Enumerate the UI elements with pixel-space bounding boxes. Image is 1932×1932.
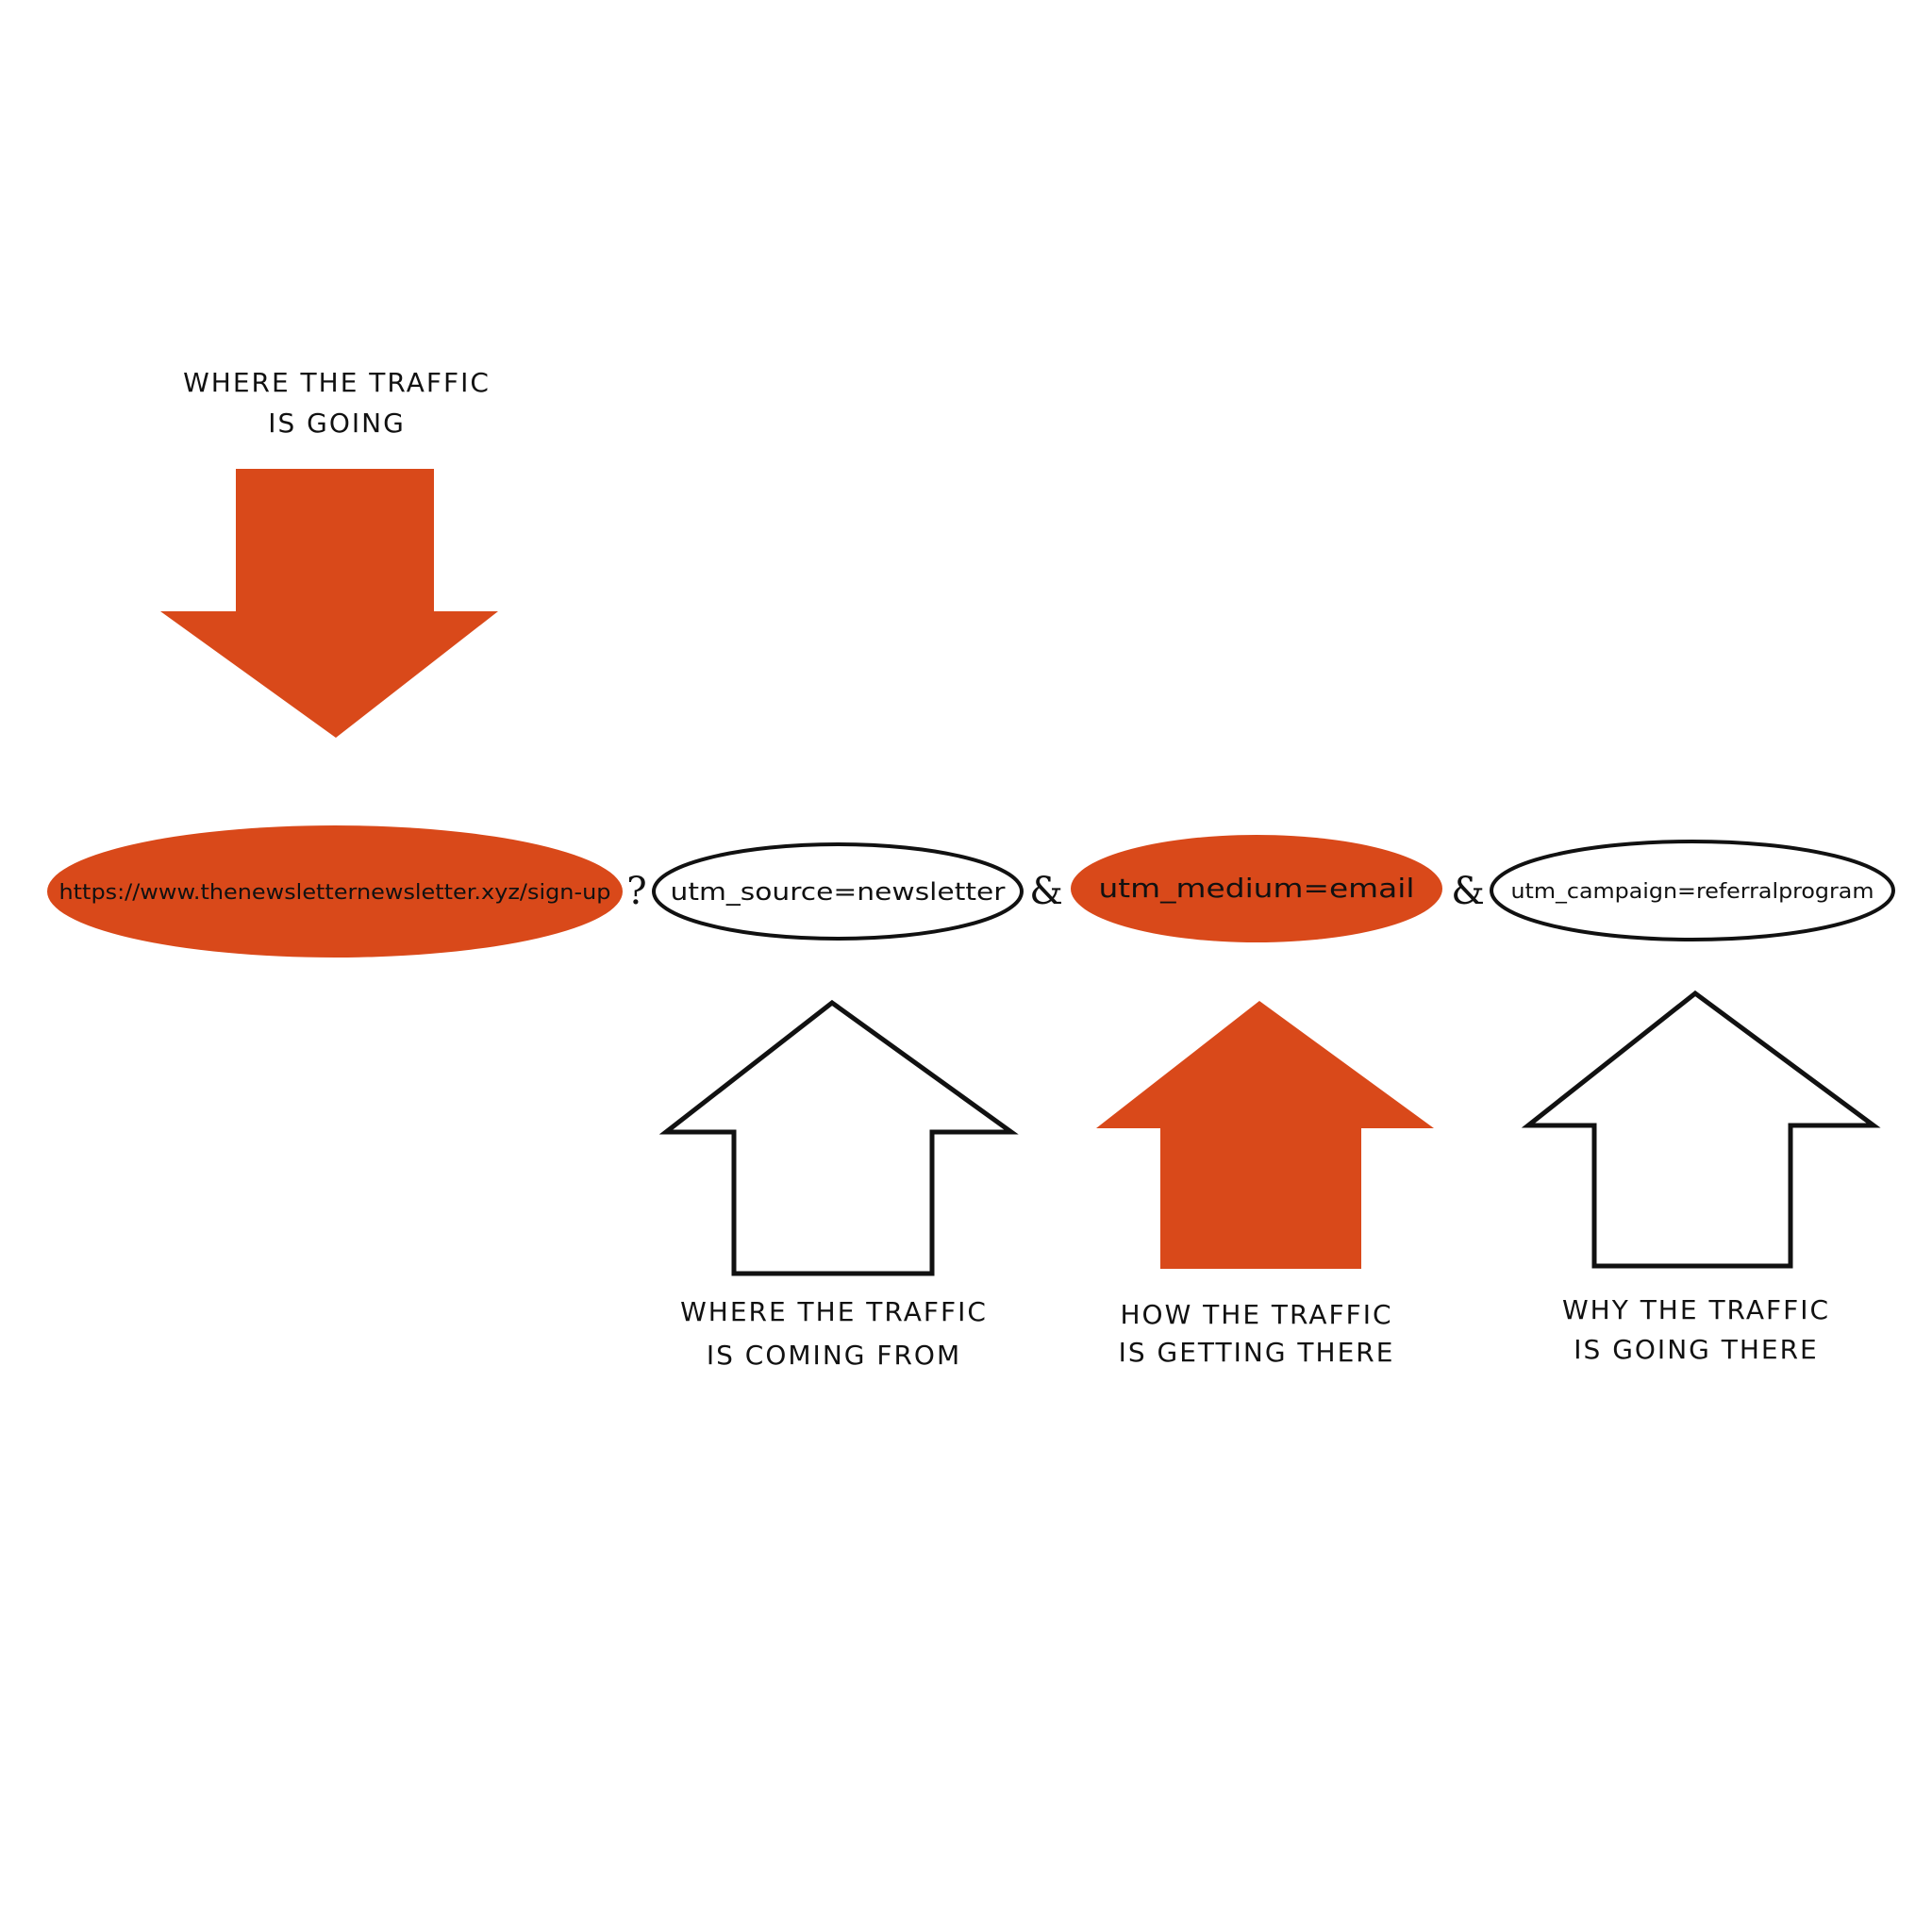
query-separator: ? — [626, 870, 646, 913]
utm-medium-pill — [1071, 835, 1442, 942]
amp-separator-2: & — [1451, 870, 1485, 913]
campaign-caption-line2: IS GOING THERE — [1574, 1334, 1818, 1365]
amp-separator-1: & — [1029, 870, 1063, 913]
utm-campaign-text: utm_campaign=referralprogram — [1511, 880, 1874, 904]
top-caption-line1: WHERE THE TRAFFIC — [183, 367, 491, 398]
top-caption-line2: IS GOING — [268, 408, 406, 439]
source-caption-line1: WHERE THE TRAFFIC — [680, 1296, 988, 1327]
arrow-down-icon — [160, 469, 498, 738]
utm-source-pill — [652, 842, 1024, 941]
utm-source-text: utm_source=newsletter — [671, 878, 1006, 907]
utm-medium-text: utm_medium=email — [1099, 873, 1415, 904]
url-base-text: https://www.thenewsletternewsletter.xyz/… — [59, 881, 611, 905]
arrow-up-filled-icon — [1096, 1001, 1434, 1269]
campaign-caption-line1: WHY THE TRAFFIC — [1562, 1294, 1830, 1325]
arrow-up-outline-icon — [1521, 990, 1881, 1269]
medium-caption-line1: HOW THE TRAFFIC — [1120, 1299, 1392, 1330]
url-base-pill — [47, 825, 623, 958]
source-caption-line2: IS COMING FROM — [707, 1340, 961, 1371]
arrow-up-outline-icon — [658, 999, 1019, 1276]
medium-caption-line2: IS GETTING THERE — [1119, 1337, 1395, 1368]
utm-campaign-pill — [1490, 840, 1895, 941]
